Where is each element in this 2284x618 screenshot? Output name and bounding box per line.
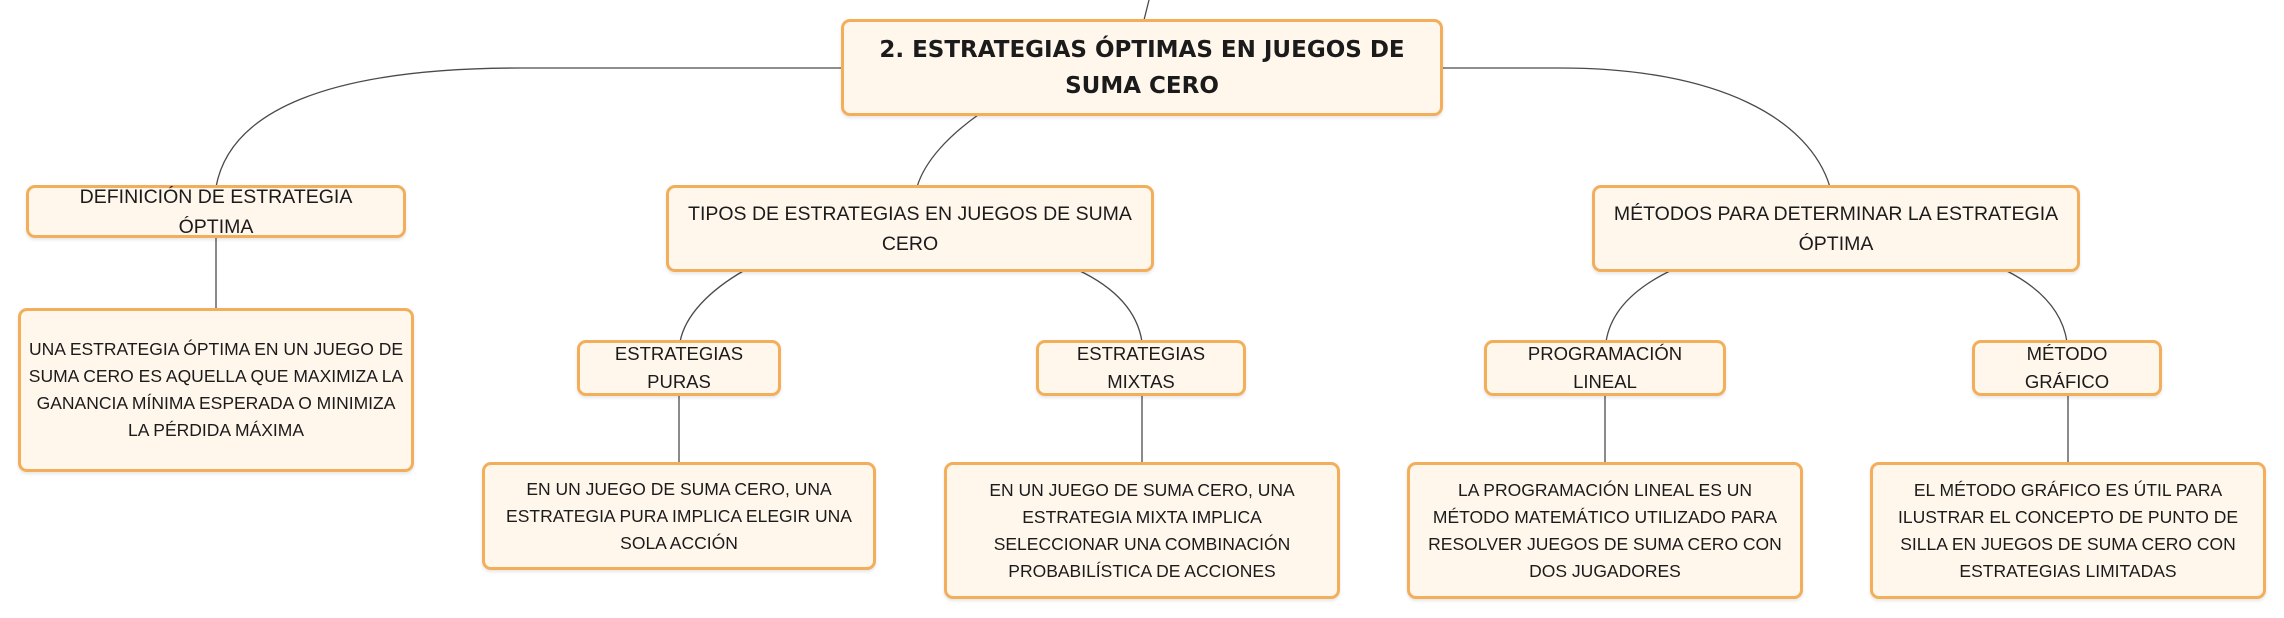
subtopic-estrategias-puras[interactable]: ESTRATEGIAS PURAS: [577, 340, 781, 396]
detail-text: EL MÉTODO GRÁFICO ES ÚTIL PARA ILUSTRAR …: [1897, 479, 2239, 581]
connector-tipos-to-puras: [679, 269, 746, 343]
detail-text: UNA ESTRATEGIA ÓPTIMA EN UN JUEGO DE SUM…: [28, 339, 404, 440]
topic-label: MÉTODOS PARA DETERMINAR LA ESTRATEGIA ÓP…: [1613, 202, 2059, 255]
subtopic-label: ESTRATEGIAS MIXTAS: [1076, 343, 1206, 392]
connector-metodos-to-programacion: [1605, 269, 1673, 343]
detail-text: EN UN JUEGO DE SUMA CERO, UNA ESTRATEGIA…: [989, 479, 1295, 581]
connector-root-to-metodos: [1441, 67, 1831, 188]
connector-tipos-to-mixtas: [1077, 269, 1143, 343]
subtopic-label: MÉTODO GRÁFICO: [2024, 343, 2110, 392]
topic-label: DEFINICIÓN DE ESTRATEGIA ÓPTIMA: [79, 185, 353, 238]
topic-metodos-estrategia-optima[interactable]: MÉTODOS PARA DETERMINAR LA ESTRATEGIA ÓP…: [1592, 185, 2080, 272]
topic-definicion-estrategia-optima[interactable]: DEFINICIÓN DE ESTRATEGIA ÓPTIMA: [26, 185, 406, 238]
detail-estrategias-mixtas[interactable]: EN UN JUEGO DE SUMA CERO, UNA ESTRATEGIA…: [944, 462, 1340, 599]
detail-definicion-estrategia-optima[interactable]: UNA ESTRATEGIA ÓPTIMA EN UN JUEGO DE SUM…: [18, 308, 414, 472]
subtopic-estrategias-mixtas[interactable]: ESTRATEGIAS MIXTAS: [1036, 340, 1246, 396]
detail-text: LA PROGRAMACIÓN LINEAL ES UN MÉTODO MATE…: [1428, 479, 1782, 581]
detail-programacion-lineal[interactable]: LA PROGRAMACIÓN LINEAL ES UN MÉTODO MATE…: [1407, 462, 1803, 599]
subtopic-programacion-lineal[interactable]: PROGRAMACIÓN LINEAL: [1484, 340, 1726, 396]
connector-metodos-to-grafico: [2004, 269, 2068, 343]
connector-parent-to-root: [1143, 0, 1150, 21]
topic-label: TIPOS DE ESTRATEGIAS EN JUEGOS DE SUMA C…: [688, 202, 1132, 255]
detail-metodo-grafico[interactable]: EL MÉTODO GRÁFICO ES ÚTIL PARA ILUSTRAR …: [1870, 462, 2266, 599]
topic-tipos-de-estrategias[interactable]: TIPOS DE ESTRATEGIAS EN JUEGOS DE SUMA C…: [666, 185, 1154, 272]
detail-estrategias-puras[interactable]: EN UN JUEGO DE SUMA CERO, UNA ESTRATEGIA…: [482, 462, 876, 570]
root-node[interactable]: 2. ESTRATEGIAS ÓPTIMAS EN JUEGOS DE SUMA…: [841, 19, 1443, 116]
detail-text: EN UN JUEGO DE SUMA CERO, UNA ESTRATEGIA…: [506, 478, 852, 553]
connector-root-to-tipos: [916, 114, 979, 188]
subtopic-metodo-grafico[interactable]: MÉTODO GRÁFICO: [1972, 340, 2162, 396]
root-node-label: 2. ESTRATEGIAS ÓPTIMAS EN JUEGOS DE SUMA…: [879, 36, 1405, 99]
connector-root-to-definicion: [215, 67, 843, 188]
subtopic-label: PROGRAMACIÓN LINEAL: [1527, 343, 1683, 392]
subtopic-label: ESTRATEGIAS PURAS: [614, 343, 744, 392]
